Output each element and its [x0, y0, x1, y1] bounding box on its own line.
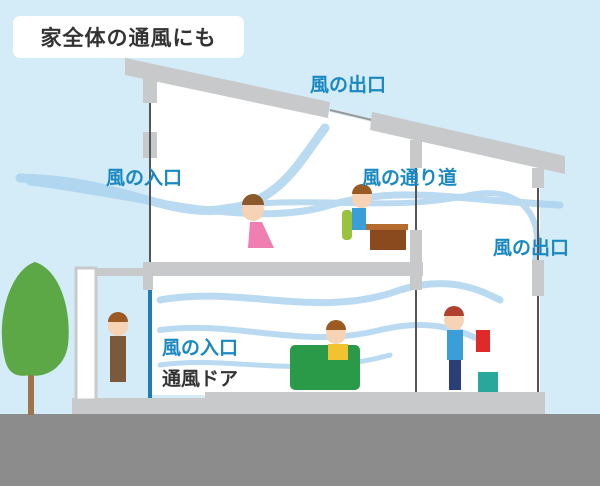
inner-wall	[410, 230, 422, 290]
label-side-outlet: 風の出口	[493, 237, 570, 259]
label-door-name: 通風ドア	[162, 368, 239, 390]
girl-running	[242, 194, 274, 248]
label-upper-inlet: 風の入口	[106, 167, 183, 189]
woman-with-laundry	[444, 306, 498, 392]
inner-wall-top	[410, 140, 422, 168]
second-floor-slab	[143, 262, 423, 276]
label-roof-outlet: 風の出口	[310, 74, 387, 96]
roof-window	[329, 109, 373, 121]
porch-frame	[76, 268, 146, 276]
left-wall-top	[143, 75, 157, 103]
right-wall-top	[532, 168, 544, 188]
title-banner: 家全体の通風にも	[13, 16, 244, 58]
right-wall-mid	[532, 260, 544, 296]
title-text: 家全体の通風にも	[40, 26, 217, 50]
roof-right	[370, 112, 565, 174]
label-door-inlet: 風の入口	[162, 337, 239, 359]
wind-flows	[15, 123, 564, 370]
tree	[1, 262, 69, 415]
foundation	[72, 398, 545, 414]
porch-post	[74, 266, 98, 402]
woman-at-door	[108, 312, 128, 382]
floor-step	[205, 392, 545, 400]
left-wall-lower	[143, 276, 153, 290]
boy-at-desk	[342, 184, 408, 250]
green-sofa	[290, 320, 360, 390]
label-air-path: 風の通り道	[362, 167, 458, 189]
roof-left	[125, 58, 330, 118]
ground	[0, 414, 600, 486]
